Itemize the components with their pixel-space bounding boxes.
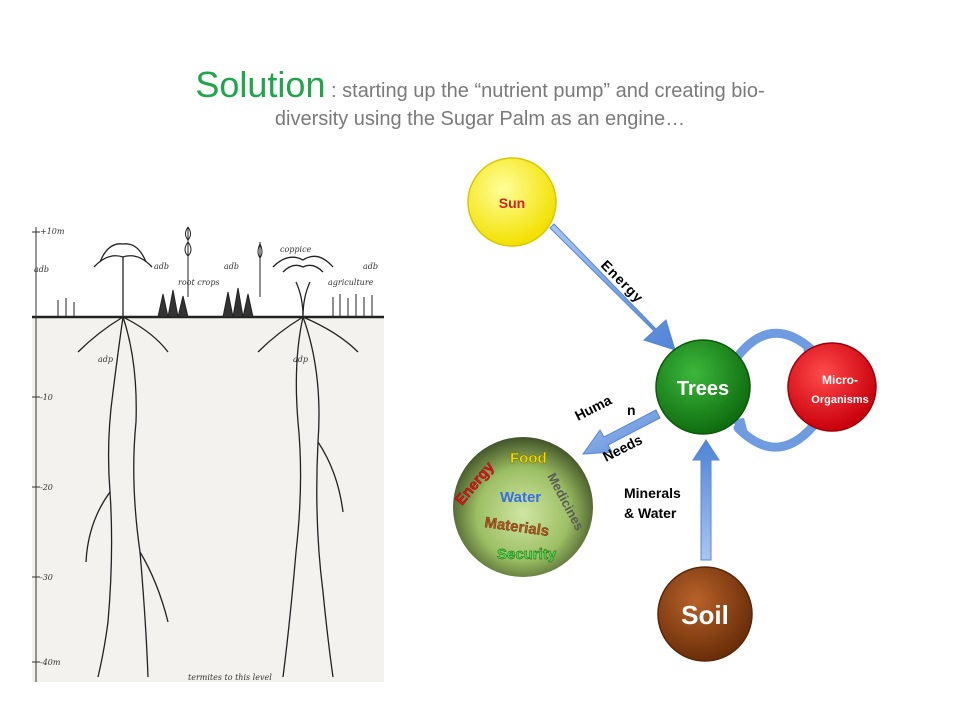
sun-node [467, 157, 557, 247]
title-rest-line1: : starting up the “nutrient pump” and cr… [325, 80, 765, 102]
annotation-adp-1: adp [98, 355, 113, 364]
annotation-coppice: coppice [280, 245, 312, 254]
micro-organisms-node [787, 342, 877, 432]
depth-label-minus30: -30 [40, 573, 53, 582]
human-needs-label-1: Huma [572, 392, 614, 424]
soil-label: Soil [681, 600, 729, 630]
human-needs-label-2: n [627, 402, 636, 418]
need-food: Food [510, 450, 547, 467]
energy-arrow [549, 223, 676, 351]
annotation-root-crops: root crops [178, 278, 220, 287]
title-main: Solution [195, 64, 326, 105]
depth-label-minus20: -20 [40, 483, 53, 492]
annotation-adb-2: adb [154, 262, 169, 271]
minerals-label-1: Minerals [624, 485, 681, 501]
sun-label: Sun [499, 195, 525, 211]
annotation-adb-1: adb [34, 265, 49, 274]
trees-label: Trees [677, 378, 729, 400]
cycle-arrow-bottom [733, 415, 823, 452]
trees-node [655, 339, 751, 435]
need-security: Security [497, 546, 557, 563]
annotation-adp-2: adp [293, 355, 308, 364]
fruit-needs-circle [453, 437, 593, 577]
annotation-termites: termites to this level [188, 673, 272, 682]
annotation-agriculture: agriculture [328, 278, 374, 287]
annotation-adb-4: adb [363, 262, 378, 271]
minerals-water-arrow [692, 439, 720, 561]
need-water: Water [500, 489, 541, 506]
root-system-drawing: +10m -10 -20 -30 -40m adb adb adb coppic… [28, 222, 388, 687]
annotation-adb-3: adb [224, 262, 239, 271]
title-rest-line2: diversity using the Sugar Palm as an eng… [274, 108, 686, 130]
cycle-arrow-top [730, 328, 817, 365]
human-needs-arrow [581, 409, 661, 455]
micro-label-line1: Micro- [822, 373, 858, 387]
depth-label-minus40: -40m [40, 658, 61, 667]
depth-label-minus10: -10 [40, 393, 53, 402]
depth-label-10m: +10m [40, 227, 65, 236]
micro-label-line2: Organisms [811, 394, 868, 406]
soil-node [657, 566, 753, 662]
slide-title: Solution : starting up the “nutrient pum… [0, 64, 960, 114]
minerals-label-2: & Water [624, 505, 677, 521]
